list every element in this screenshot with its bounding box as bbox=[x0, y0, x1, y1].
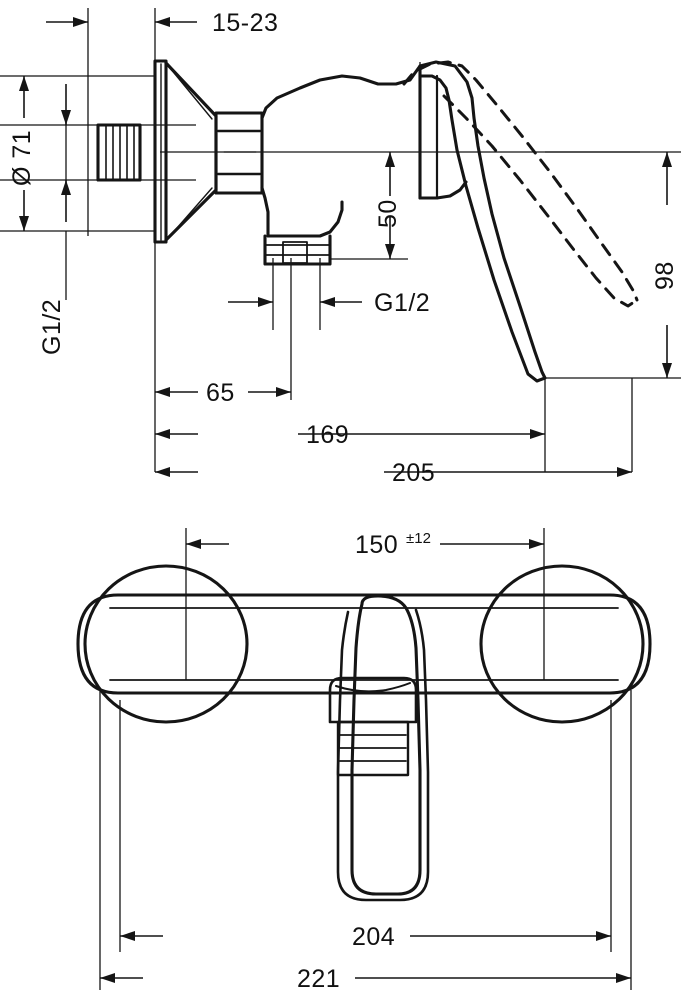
dim-205-label: 205 bbox=[392, 459, 435, 487]
escutcheon-left-circle bbox=[83, 564, 249, 724]
lever-grip-cap bbox=[328, 676, 418, 724]
lever-hub-underside bbox=[418, 180, 468, 200]
dim-169-label: 169 bbox=[306, 421, 349, 449]
shower-outlet-block bbox=[263, 234, 332, 266]
dim-d71: Ø 71 bbox=[8, 76, 36, 231]
thread-hatching bbox=[105, 124, 135, 181]
dim-221: 221 bbox=[100, 965, 631, 993]
dim-169: 169 bbox=[155, 421, 545, 449]
side-elevation-view: 15-23 Ø 71 G1/2 50 bbox=[0, 8, 681, 487]
body-bottom-profile bbox=[260, 186, 344, 238]
lever-grip-ribs bbox=[339, 734, 407, 762]
dim-150-label: 150 bbox=[355, 531, 398, 559]
side-view-geometry bbox=[96, 59, 639, 383]
dim-150: 150 ±12 bbox=[186, 530, 544, 559]
dim-204-label: 204 bbox=[352, 923, 395, 951]
front-extension-lines bbox=[99, 528, 632, 990]
dim-150-tolerance: ±12 bbox=[406, 530, 431, 547]
hex-nut-facets bbox=[216, 129, 262, 176]
front-view-geometry bbox=[76, 564, 652, 902]
front-elevation-view: 150 ±12 204 221 bbox=[76, 528, 652, 993]
dim-50-label: 50 bbox=[374, 199, 402, 228]
mixer-body-outline bbox=[76, 593, 652, 695]
dim-65: 65 bbox=[155, 379, 291, 407]
escutcheon-right-circle bbox=[479, 564, 645, 724]
lever-grip-top-curve bbox=[335, 682, 411, 693]
escutcheon-flange-plate bbox=[153, 59, 168, 244]
dim-d71-label: Ø 71 bbox=[8, 130, 36, 186]
dim-15-23-label: 15-23 bbox=[212, 9, 278, 37]
dim-g12-bottom-label: G1/2 bbox=[374, 289, 430, 317]
dim-g12-bottom: G1/2 bbox=[228, 289, 430, 317]
lever-open-inner bbox=[442, 94, 639, 308]
dim-205: 205 bbox=[155, 459, 632, 487]
dim-221-label: 221 bbox=[297, 965, 340, 993]
body-top-profile bbox=[260, 64, 422, 154]
lever-handle-open-dashed bbox=[402, 60, 639, 308]
lever-handle-front bbox=[350, 594, 422, 896]
dim-g12-left: G1/2 bbox=[38, 84, 71, 355]
dim-98: 98 bbox=[651, 152, 679, 378]
lever-grip-ribs-box bbox=[336, 720, 410, 777]
dim-65-label: 65 bbox=[206, 379, 235, 407]
shower-outlet-detail bbox=[265, 241, 330, 264]
dim-15-23: 15-23 bbox=[46, 9, 278, 37]
dim-204: 204 bbox=[120, 923, 611, 951]
thread-nipple-outline bbox=[96, 123, 142, 182]
escutcheon-inner-lines bbox=[160, 63, 213, 241]
dim-50: 50 bbox=[374, 152, 402, 259]
dim-g12-left-label: G1/2 bbox=[38, 299, 66, 355]
dim-98-label: 98 bbox=[651, 261, 679, 290]
lever-handle-closed bbox=[418, 60, 547, 383]
lever-open-outer bbox=[402, 60, 639, 302]
